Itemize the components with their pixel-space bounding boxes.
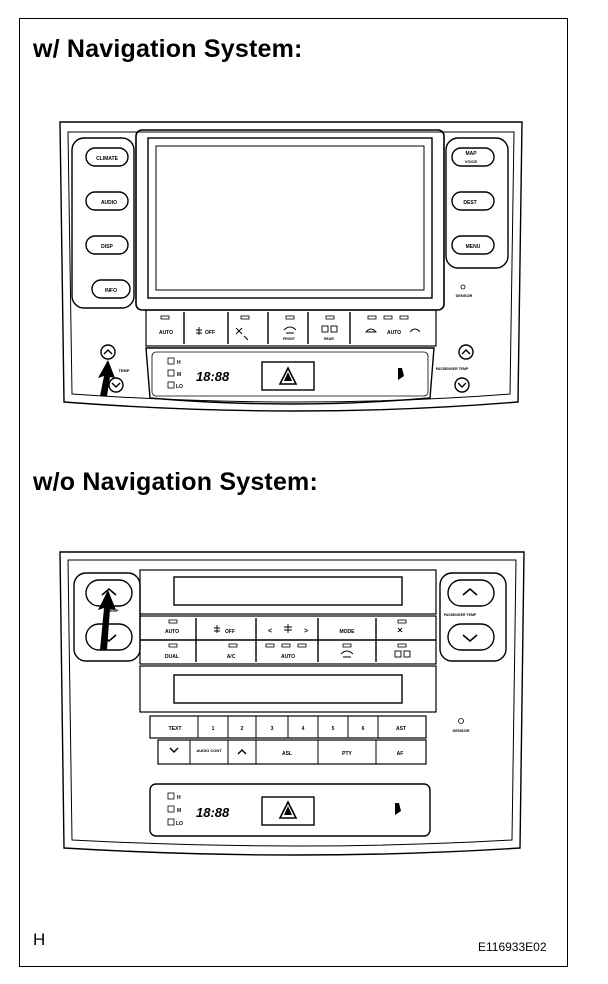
figure-code: E116933E02 <box>478 940 547 954</box>
fan-level-h: H <box>177 360 181 366</box>
preset-ast[interactable]: AST <box>396 726 406 732</box>
non-nav-auto-button[interactable]: AUTO <box>165 629 179 635</box>
non-nav-pointer-arrow <box>98 590 116 650</box>
non-nav-clock-display: 18:88 <box>196 805 230 820</box>
dual-button[interactable]: DUAL <box>165 654 179 660</box>
fan-down-button[interactable]: < <box>268 628 272 635</box>
non-nav-fan-level-lo: LO <box>176 821 183 827</box>
preset-1[interactable]: 1 <box>212 726 215 732</box>
ac-button[interactable]: A/C <box>227 654 236 660</box>
hvac-auto-button[interactable]: AUTO <box>159 330 173 336</box>
seat-heater-icon <box>398 368 404 380</box>
fan-level-lo: LO <box>176 384 183 390</box>
non-nav-passenger-temp-label: PASSENGER TEMP <box>444 613 477 617</box>
passenger-temp-label: PASSENGER TEMP <box>436 367 469 371</box>
button-dest[interactable]: DEST <box>463 200 476 206</box>
preset-5[interactable]: 5 <box>332 726 335 732</box>
seek-down-icon[interactable] <box>169 747 179 753</box>
asl-button[interactable]: ASL <box>282 751 292 757</box>
recirc-icon <box>365 328 421 333</box>
heading-without-navigation: w/o Navigation System: <box>33 468 319 496</box>
temp-up-icon[interactable] <box>101 587 117 596</box>
preset-3[interactable]: 3 <box>271 726 274 732</box>
non-nav-seat-heater-icon <box>395 803 401 815</box>
non-nav-fan-level-m: M <box>177 808 181 814</box>
button-info[interactable]: INFO <box>105 288 117 294</box>
button-map-voice[interactable]: VOICE <box>465 159 478 164</box>
temp-label-left: TEMP <box>118 368 129 373</box>
passenger-temp-down-icon[interactable] <box>462 634 478 643</box>
non-nav-off-button[interactable]: OFF <box>225 629 235 635</box>
button-map[interactable]: MAP <box>465 151 477 157</box>
button-audio[interactable]: AUDIO <box>101 200 117 206</box>
hvac-front-defrost[interactable]: FRONT <box>283 337 296 341</box>
audio-cont-button[interactable]: AUDIO CONT <box>196 748 222 753</box>
non-nav-rear-defrost-icon <box>394 650 402 658</box>
button-disp[interactable]: DISP <box>101 244 113 250</box>
button-menu[interactable]: MENU <box>466 244 481 250</box>
rear-defrost-icon <box>321 325 329 333</box>
front-defrost-icon <box>283 326 297 334</box>
seek-up-icon[interactable] <box>237 749 247 755</box>
vent-icon <box>397 627 403 633</box>
heading-with-navigation: w/ Navigation System: <box>33 35 303 63</box>
non-nav-temp-label: TEMP <box>107 608 118 613</box>
non-nav-fan-level-h: H <box>177 795 181 801</box>
fan-up-button[interactable]: > <box>304 628 308 635</box>
preset-text[interactable]: TEXT <box>169 726 182 732</box>
af-button[interactable]: AF <box>397 751 404 757</box>
non-nav-sensor-label: SENSOR <box>453 728 470 733</box>
clock-display: 18:88 <box>196 369 230 384</box>
fan-level-m: M <box>177 372 181 378</box>
fan-speed-icon <box>284 624 292 633</box>
pty-button[interactable]: PTY <box>342 751 352 757</box>
mode-button[interactable]: MODE <box>340 629 356 635</box>
pointer-arrow <box>98 360 115 396</box>
preset-6[interactable]: 6 <box>362 726 365 732</box>
preset-4[interactable]: 4 <box>302 726 305 732</box>
non-nav-front-defrost-icon <box>340 650 354 658</box>
figure-frame <box>19 18 568 967</box>
sensor-label: SENSOR <box>456 293 473 298</box>
fan-icon <box>196 327 202 335</box>
preset-2[interactable]: 2 <box>241 726 244 732</box>
recirc-auto-button[interactable]: AUTO <box>281 654 295 660</box>
passenger-temp-up-icon[interactable] <box>462 587 478 596</box>
airflow-icon <box>235 327 249 341</box>
hvac-off-button[interactable]: OFF <box>205 330 215 336</box>
hvac-rear-defrost[interactable]: REAR <box>324 337 334 341</box>
footer-letter: H <box>33 930 46 949</box>
non-nav-fan-icon <box>214 625 220 633</box>
hvac-recirc-auto[interactable]: AUTO <box>387 330 401 336</box>
button-climate[interactable]: CLIMATE <box>96 156 119 162</box>
